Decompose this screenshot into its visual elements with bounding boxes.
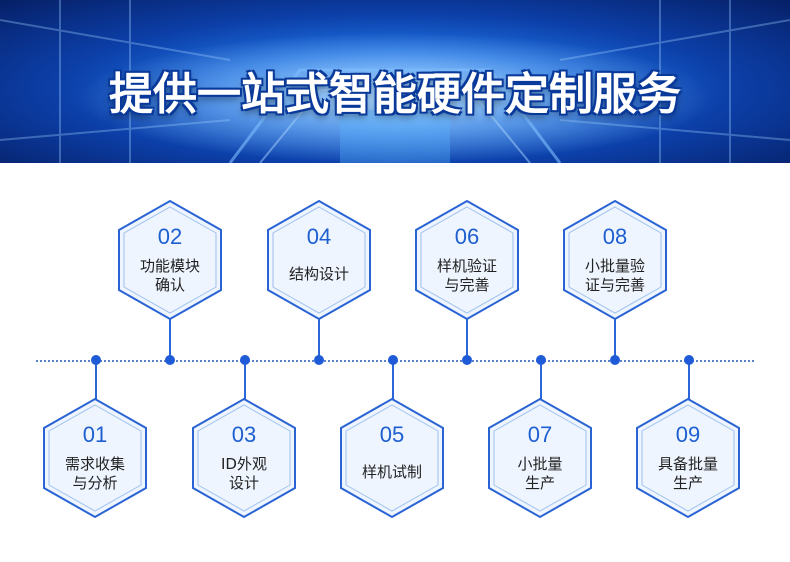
connector-01: [95, 360, 97, 400]
hexagon-icon: [340, 397, 444, 519]
step-03: 03 ID外观设计: [189, 396, 299, 520]
step-07: 07 小批量生产: [485, 396, 595, 520]
hexagon-icon: [118, 199, 222, 321]
step-number: 06: [454, 224, 480, 249]
connector-05: [392, 360, 394, 400]
connector-07: [540, 360, 542, 400]
step-05: 05 样机试制: [337, 396, 447, 520]
hexagon-icon: [636, 397, 740, 519]
step-01: 01 需求收集与分析: [40, 396, 150, 520]
step-label: 小批量生产: [517, 455, 563, 492]
step-label: 小批量验证与完善: [584, 257, 645, 294]
connector-09: [688, 360, 690, 400]
hexagon-icon: [488, 397, 592, 519]
hexagon-icon: [267, 199, 371, 321]
step-number: 05: [379, 422, 405, 447]
step-02: 02 功能模块确认: [115, 198, 225, 322]
timeline-dot-02: [165, 355, 175, 365]
corridor-background: [0, 0, 790, 163]
hexagon-icon: [43, 397, 147, 519]
connector-08: [614, 318, 616, 360]
connector-04: [318, 318, 320, 360]
step-number: 02: [157, 224, 183, 249]
hexagon-icon: [415, 199, 519, 321]
step-label: 需求收集与分析: [64, 455, 125, 492]
step-label: ID外观设计: [221, 455, 267, 492]
timeline-dot-04: [314, 355, 324, 365]
step-number: 03: [231, 422, 257, 447]
timeline-dot-01: [91, 355, 101, 365]
timeline-dot-03: [240, 355, 250, 365]
timeline-dot-06: [462, 355, 472, 365]
step-number: 09: [675, 422, 701, 447]
connector-02: [169, 318, 171, 360]
step-number: 04: [306, 224, 332, 249]
connector-06: [466, 318, 468, 360]
connector-03: [244, 360, 246, 400]
timeline-dot-08: [610, 355, 620, 365]
step-06: 06 样机验证与完善: [412, 198, 522, 322]
step-number: 08: [602, 224, 628, 249]
step-label: 样机试制: [361, 463, 422, 481]
timeline-dot-05: [388, 355, 398, 365]
step-number: 07: [527, 422, 553, 447]
step-08: 08 小批量验证与完善: [560, 198, 670, 322]
step-04: 04 结构设计: [264, 198, 374, 322]
hexagon-icon: [192, 397, 296, 519]
timeline-dot-09: [684, 355, 694, 365]
hexagon-icon: [563, 199, 667, 321]
header-banner: 提供一站式智能硬件定制服务: [0, 0, 790, 163]
step-label: 样机验证与完善: [436, 257, 497, 294]
step-label: 结构设计: [288, 265, 349, 283]
banner-title: 提供一站式智能硬件定制服务: [109, 69, 681, 120]
timeline-dot-07: [536, 355, 546, 365]
step-09: 09 具备批量生产: [633, 396, 743, 520]
step-label: 具备批量生产: [657, 455, 718, 492]
step-label: 功能模块确认: [139, 257, 200, 294]
step-number: 01: [82, 422, 108, 447]
